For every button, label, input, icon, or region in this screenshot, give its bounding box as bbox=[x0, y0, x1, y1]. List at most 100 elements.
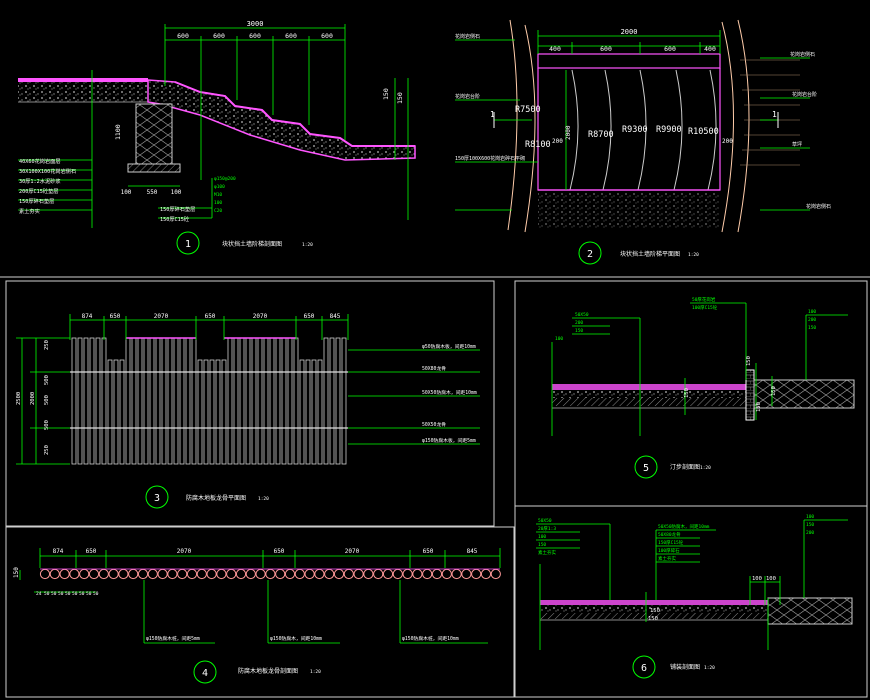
p6-callout-mid-3: 100厚碎石 bbox=[658, 547, 680, 554]
deck-plank bbox=[125, 337, 131, 465]
deck-plank bbox=[251, 337, 257, 465]
p4-top-dim-3: 650 bbox=[274, 548, 285, 555]
deck-plank bbox=[77, 337, 83, 465]
p1-callout-mid-0: 150厚碎石垫层 bbox=[160, 205, 195, 213]
p4-top-dim-0: 874 bbox=[53, 548, 64, 555]
p6-callout-mid-1: 50X80龙骨 bbox=[658, 531, 681, 538]
p2-side-dim: 2000 bbox=[565, 125, 572, 140]
p1-bottom-dim-1: 550 bbox=[147, 189, 158, 196]
timber-pile bbox=[147, 568, 158, 580]
timber-pile bbox=[196, 568, 207, 580]
timber-pile bbox=[333, 568, 345, 580]
p1-bottom-dim-0: 100 bbox=[121, 189, 132, 196]
timber-pile bbox=[304, 568, 315, 580]
p4-top-dim-5: 650 bbox=[423, 548, 434, 555]
timber-pile bbox=[69, 568, 80, 580]
p6-callout-mid-0: 50X50防腐木，间距10mm bbox=[658, 523, 710, 530]
p4-small-dim-6: 50 bbox=[79, 591, 85, 597]
timber-pile bbox=[480, 568, 492, 580]
p3-callout-2: 50X50防腐木，间距10mm bbox=[422, 389, 477, 396]
deck-plank bbox=[341, 337, 347, 465]
p5-callout-left-1: 200 bbox=[575, 320, 583, 326]
p6-dim-3: 150 bbox=[648, 616, 658, 622]
p2-top-dim-3: 400 bbox=[704, 45, 716, 53]
timber-pile bbox=[167, 568, 178, 580]
p2-label-left-0: 花岗岩侧石 bbox=[455, 33, 480, 40]
p6-callout-mid-2: 150厚C15砼 bbox=[658, 539, 684, 546]
p5-callout-right-1: 200 bbox=[808, 317, 816, 323]
deck-plank bbox=[107, 359, 113, 465]
p6-dim-2: 150 bbox=[650, 608, 660, 614]
panel56-frame bbox=[514, 280, 868, 698]
p1-number-bubble bbox=[176, 231, 200, 255]
deck-plank bbox=[209, 359, 215, 465]
timber-pile bbox=[39, 568, 51, 580]
curb-left-outer bbox=[507, 19, 518, 231]
p2-label-right-1: 花岗岩台阶 bbox=[792, 91, 817, 98]
timber-pile bbox=[461, 568, 472, 580]
deck-plank bbox=[149, 337, 155, 465]
p1-callout-small-1: φ100 bbox=[214, 184, 225, 190]
panel1-dimensions bbox=[18, 24, 409, 228]
p1-number: 1 bbox=[185, 239, 191, 250]
p1-top-dim-2: 600 bbox=[249, 32, 261, 40]
p1-callouts-left: 40X60花岗岩面层30X100X100花岗岩侧石30厚1:2水泥砂浆200厚C… bbox=[19, 157, 76, 215]
p3-left-dim-0: 2500 bbox=[16, 392, 22, 405]
p6-gravel bbox=[540, 605, 768, 613]
p1-top-dim-0: 600 bbox=[177, 32, 189, 40]
timber-pile bbox=[157, 568, 168, 580]
p3-left-dim-3: 500 bbox=[44, 375, 50, 385]
p6-callout-right-1: 150 bbox=[806, 522, 814, 528]
panel6-dimensions bbox=[536, 519, 848, 650]
step-edge bbox=[174, 81, 415, 147]
deck-plank bbox=[311, 359, 317, 465]
deck-plank bbox=[335, 337, 341, 465]
timber-pile bbox=[324, 568, 335, 580]
timber-pile bbox=[353, 568, 364, 580]
p2-top-dim-1: 600 bbox=[600, 45, 612, 53]
curb-right-inner bbox=[721, 21, 734, 233]
p3-planks bbox=[71, 337, 347, 465]
p4-top-dim-6: 845 bbox=[467, 548, 478, 555]
p6-dim-1: 100 bbox=[766, 576, 776, 582]
p5-callout-top-1: 100厚C15砼 bbox=[692, 304, 718, 311]
deck-plank bbox=[245, 337, 251, 465]
p3-left-dim-2: 250 bbox=[44, 340, 50, 350]
p4-small-dim-1: 50 bbox=[44, 591, 50, 597]
p1-bottom-dim-2: 100 bbox=[171, 189, 182, 196]
timber-pile bbox=[235, 568, 247, 580]
timber-pile bbox=[177, 568, 188, 580]
p5-callout-left-0: 50X50 bbox=[575, 312, 589, 318]
p3-callout-1: 50X80龙骨 bbox=[422, 365, 446, 372]
timber-pile bbox=[216, 568, 227, 580]
deck-plank bbox=[119, 359, 125, 465]
p6-callout-left-3: 150 bbox=[538, 542, 546, 548]
p3-top-dim-1: 650 bbox=[110, 313, 121, 320]
deck-plank bbox=[221, 359, 227, 465]
p1-callout-small-0: φ150@200 bbox=[214, 176, 236, 182]
timber-pile bbox=[49, 568, 60, 580]
p2-top-dim-2: 600 bbox=[664, 45, 676, 53]
p1-vdim-3: 150 bbox=[396, 92, 404, 104]
p6-callouts: 50X5020厚1:3100150素土夯实50X50防腐木，间距10mm50X8… bbox=[538, 514, 814, 562]
deck-plank bbox=[281, 337, 287, 465]
p5-callout-right-0: 100 bbox=[808, 309, 816, 315]
deck-plank bbox=[263, 337, 269, 465]
p5-scale: 1:20 bbox=[700, 465, 711, 471]
p3-callouts: φ50防腐木板，间距10mm50X80龙骨50X50防腐木，间距10mm50X5… bbox=[422, 343, 477, 444]
p5-base bbox=[552, 398, 748, 406]
timber-pile bbox=[343, 568, 354, 580]
deck-plank bbox=[275, 337, 281, 465]
p6-paving-right bbox=[767, 597, 853, 625]
p3-callout-0: φ50防腐木板，间距10mm bbox=[422, 343, 476, 350]
deck-plank bbox=[305, 359, 311, 465]
stair-treads bbox=[569, 69, 717, 191]
